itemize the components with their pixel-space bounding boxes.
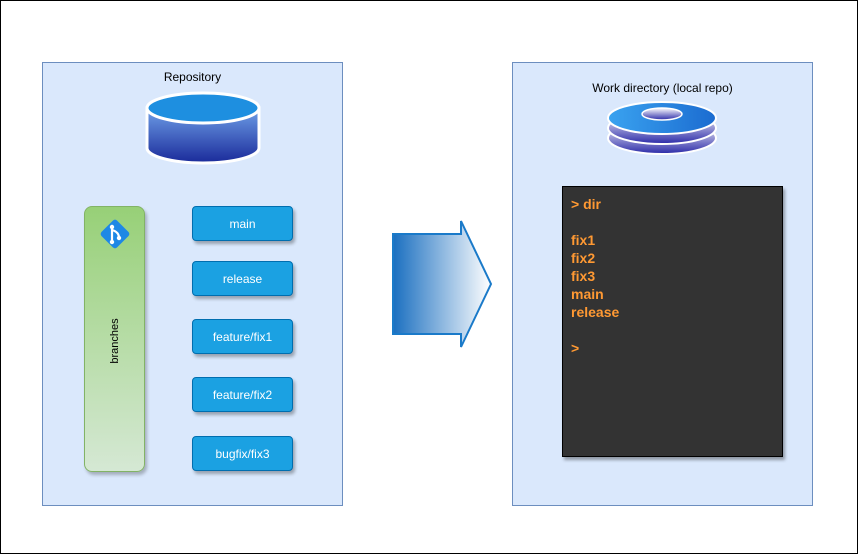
branch-feature-fix2-button[interactable]: feature/fix2 (192, 377, 293, 412)
disk-stack-icon (607, 101, 717, 155)
branch-bugfix-fix3-button[interactable]: bugfix/fix3 (192, 436, 293, 471)
terminal-line: > dir (571, 196, 601, 212)
terminal-line: release (571, 304, 620, 320)
repository-title: Repository (163, 70, 222, 84)
terminal-line: fix1 (571, 232, 596, 248)
terminal-line: main (571, 286, 604, 302)
terminal-line (571, 213, 774, 231)
branch-main-button[interactable]: main (192, 206, 293, 241)
branches-bar: branches (84, 206, 145, 472)
branches-label: branches (109, 318, 121, 364)
database-cylinder-icon (145, 91, 261, 165)
branch-feature-fix1-button[interactable]: feature/fix1 (192, 319, 293, 354)
terminal-prompt: > (571, 340, 580, 356)
branch-release-button[interactable]: release (192, 261, 293, 296)
git-icon (100, 219, 130, 249)
terminal-window[interactable]: > dir fix1 fix2 fix3 main release > (562, 186, 783, 457)
terminal-line (571, 321, 774, 339)
terminal-line: fix3 (571, 268, 596, 284)
work-directory-title: Work directory (local repo) (592, 81, 733, 95)
terminal-line: fix2 (571, 250, 596, 266)
right-arrow-icon (392, 220, 493, 348)
